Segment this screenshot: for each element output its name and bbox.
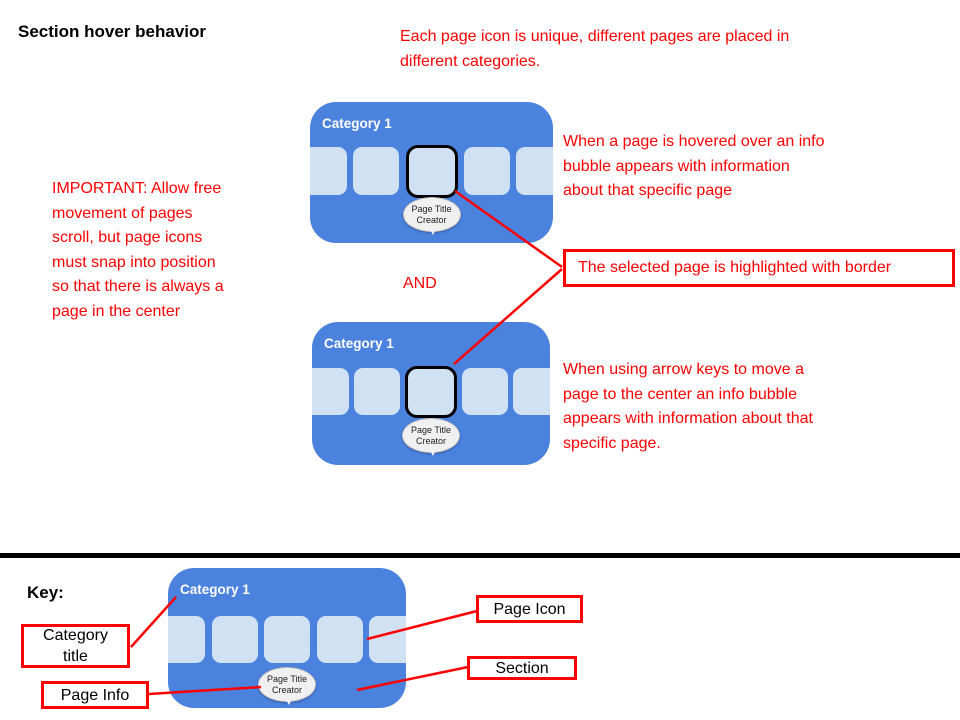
page-icon: [211, 616, 258, 663]
note-line: IMPORTANT: Allow free: [52, 180, 222, 197]
page-icon: [516, 147, 553, 195]
note-line: appears with information about that: [563, 410, 813, 427]
key-label-text: Section: [495, 659, 549, 677]
key-label-text: Page Info: [60, 686, 130, 704]
note-line: about that specific page: [563, 182, 733, 199]
page-icon: [310, 147, 347, 195]
note-line: page to the center an info bubble: [563, 385, 797, 403]
page-icon: [463, 147, 510, 195]
key-label-text: Page Icon: [493, 600, 566, 618]
page-title: Section hover behavior: [18, 22, 206, 41]
bubble-text: Page Title: [410, 424, 452, 435]
note-line: When using arrow keys to move a: [563, 361, 804, 378]
note-line: page in the center: [52, 302, 181, 320]
page-info-bubble: Page Title Creator: [402, 197, 461, 235]
page-icon: [168, 616, 205, 663]
section-mockup-arrow-keys: Category 1 Page Title Creator: [312, 322, 550, 465]
section-mockup-hover: Category 1 Page Title Creator: [310, 102, 553, 243]
bubble-text: Page Title: [411, 203, 452, 214]
key-label-text: Category title: [43, 627, 108, 665]
page-icon: [264, 616, 310, 663]
note-unique-icons: Each page icon is unique, different page…: [400, 25, 789, 74]
key-label-category-title: Category title: [21, 624, 130, 668]
category-title: Category 1: [324, 336, 394, 351]
page-icon: [513, 368, 550, 415]
bubble-text: Page Title: [266, 673, 308, 684]
section-mockup-key-example: Category 1 Page Title Creator: [168, 568, 406, 708]
page-icon: [316, 616, 363, 663]
note-line: Each page icon is unique, different page…: [400, 28, 790, 45]
page-icon: [312, 368, 349, 415]
category-title: Category 1: [180, 582, 250, 597]
page-icons-row: [168, 616, 406, 663]
page-info-bubble: Page Title Creator: [258, 667, 316, 705]
page-icon: [354, 368, 400, 415]
bubble-text: Creator: [415, 435, 446, 446]
bubble-text: Creator: [271, 684, 302, 695]
page-icons-row: [312, 366, 550, 418]
selected-page-callout: The selected page is highlighted with bo…: [563, 249, 955, 287]
key-label-section: Section: [467, 656, 577, 680]
section-divider: [0, 553, 960, 558]
note-line: bubble appears with information: [563, 157, 790, 175]
note-important: IMPORTANT: Allow free movement of pages …: [52, 177, 224, 324]
page-icon: [369, 616, 406, 663]
note-arrow-keys: When using arrow keys to move a page to …: [563, 358, 813, 456]
note-line: scroll, but page icons: [52, 229, 203, 246]
bubble-text: Creator: [416, 214, 447, 225]
note-line: specific page.: [563, 434, 661, 452]
category-title: Category 1: [322, 116, 392, 131]
note-line: so that there is always a: [52, 278, 224, 295]
page-icon-selected: [405, 145, 458, 198]
and-label: AND: [403, 275, 437, 292]
key-heading: Key:: [27, 583, 64, 602]
callout-text: The selected page is highlighted with bo…: [578, 259, 892, 276]
page-info-bubble: Page Title Creator: [402, 418, 460, 456]
key-label-page-icon: Page Icon: [476, 595, 583, 623]
page-icons-row: [310, 145, 553, 198]
note-line: different categories.: [400, 52, 541, 70]
page-icon: [462, 368, 508, 415]
page-icon-selected: [405, 366, 457, 418]
note-hover-behavior: When a page is hovered over an info bubb…: [563, 130, 825, 204]
note-line: movement of pages: [52, 204, 193, 222]
note-line: must snap into position: [52, 253, 216, 271]
page-icon: [353, 147, 400, 195]
note-line: When a page is hovered over an info: [563, 133, 825, 150]
key-label-page-info: Page Info: [41, 681, 149, 709]
